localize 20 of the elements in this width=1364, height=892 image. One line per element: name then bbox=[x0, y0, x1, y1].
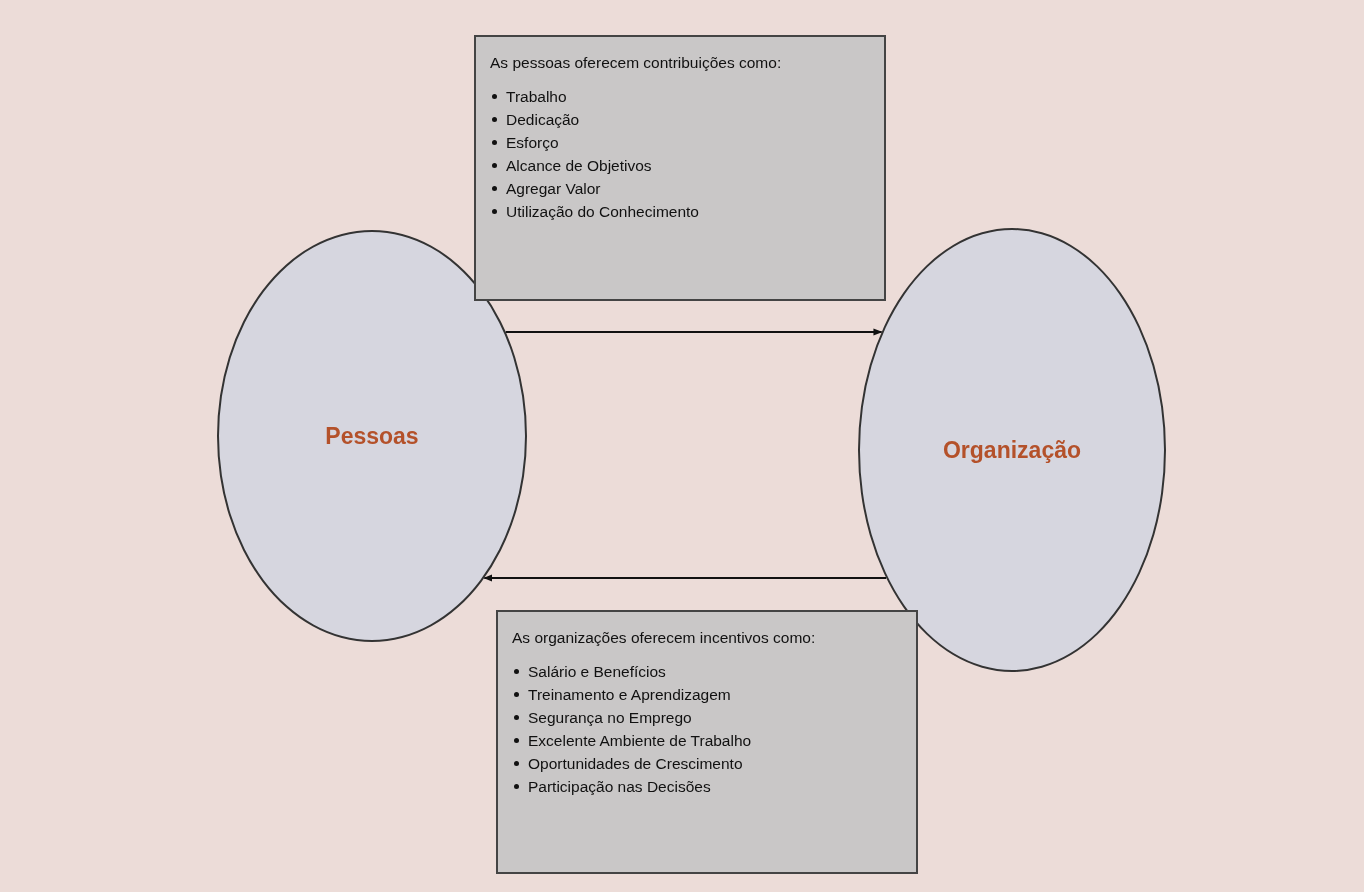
list-item: Dedicação bbox=[506, 111, 580, 128]
list-item: Agregar Valor bbox=[506, 180, 601, 197]
list-item: Oportunidades de Crescimento bbox=[528, 755, 743, 772]
list-item: Segurança no Emprego bbox=[528, 709, 692, 726]
list-item: Salário e Benefícios bbox=[528, 663, 666, 680]
arrow bbox=[504, 328, 883, 336]
text-box bbox=[474, 35, 886, 301]
list-item: Utilização do Conhecimento bbox=[506, 203, 699, 220]
list-item: Participação nas Decisões bbox=[528, 778, 711, 795]
list-item: Trabalho bbox=[506, 88, 567, 105]
heading-text: As organizações oferecem incentivos como: bbox=[512, 628, 817, 648]
list-item: Excelente Ambiente de Trabalho bbox=[528, 732, 752, 749]
list-item: Treinamento e Aprendizagem bbox=[528, 686, 731, 703]
node-label: Pessoas bbox=[325, 422, 419, 450]
text-box bbox=[496, 610, 918, 874]
arrow bbox=[483, 574, 888, 582]
node-label: Organização bbox=[942, 436, 1081, 464]
list-item: Esforço bbox=[506, 134, 559, 151]
list-item: Alcance de Objetivos bbox=[506, 157, 652, 174]
heading-text: As pessoas oferecem contribuições como: bbox=[490, 53, 783, 73]
